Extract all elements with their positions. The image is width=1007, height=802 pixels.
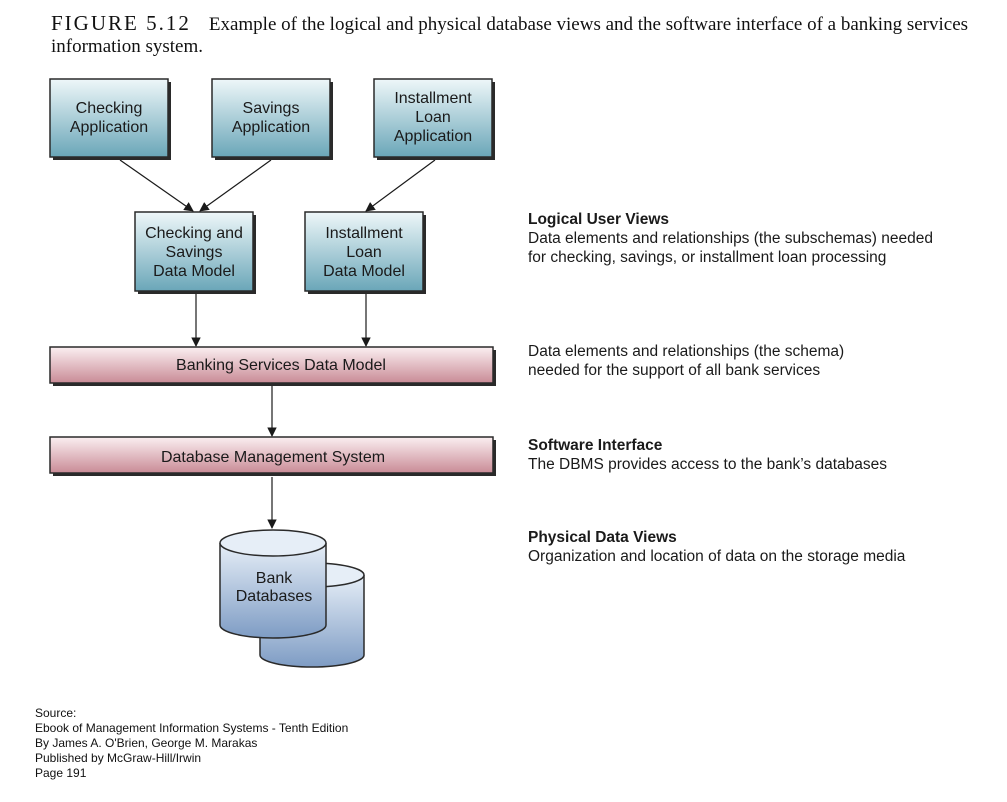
cs-model-label-3: Data Model — [153, 263, 235, 280]
logical-user-views-heading: Logical User Views — [528, 211, 669, 228]
bank-databases-cylinders: Bank Databases — [219, 529, 365, 668]
source-citation: Source: Ebook of Management Information … — [35, 706, 455, 781]
software-interface-heading: Software Interface — [528, 437, 663, 454]
banking-services-label: Banking Services Data Model — [176, 357, 386, 374]
physical-data-views-line-1: Organization and location of data on the… — [528, 548, 906, 565]
dbms-label: Database Management System — [161, 449, 385, 466]
cs-model-label-2: Savings — [166, 244, 223, 261]
figure-number: FIGURE 5.12 — [51, 11, 191, 35]
physical-data-views-annotation: Physical Data Views Organization and loc… — [528, 528, 988, 566]
logical-user-views-annotation: Logical User Views Data elements and rel… — [528, 210, 988, 267]
savings-application-box: Savings Application — [211, 78, 333, 160]
loan-model-label-1: Installment — [325, 225, 403, 242]
databases-label-2: Databases — [236, 588, 313, 605]
figure-title: FIGURE 5.12 Example of the logical and ph… — [51, 12, 981, 58]
installment-application-label-2: Loan — [415, 109, 451, 126]
checking-application-box: Checking Application — [49, 78, 171, 160]
checking-application-label-2: Application — [70, 119, 148, 136]
loan-model-label-3: Data Model — [323, 263, 405, 280]
software-interface-line-1: The DBMS provides access to the bank’s d… — [528, 456, 887, 473]
source-publisher: Published by McGraw-Hill/Irwin — [35, 751, 202, 765]
installment-loan-data-model-box: Installment Loan Data Model — [304, 211, 426, 294]
source-label: Source: — [35, 706, 77, 720]
arrow-installment-to-loan-model — [365, 159, 436, 212]
schema-annotation: Data elements and relationships (the sch… — [528, 342, 988, 380]
savings-application-label-1: Savings — [243, 100, 300, 117]
installment-application-label-1: Installment — [394, 90, 472, 107]
arrow-checking-to-cs-model — [119, 159, 194, 212]
databases-label-1: Bank — [256, 570, 293, 587]
logical-user-views-line-2: for checking, savings, or installment lo… — [528, 249, 887, 266]
physical-data-views-heading: Physical Data Views — [528, 529, 677, 546]
arrow-savings-to-cs-model — [199, 159, 272, 212]
front-cylinder — [219, 529, 327, 639]
arrows — [119, 159, 436, 529]
checking-savings-data-model-box: Checking and Savings Data Model — [134, 211, 256, 294]
checking-application-label-1: Checking — [76, 100, 143, 117]
savings-application-label-2: Application — [232, 119, 310, 136]
loan-model-label-2: Loan — [346, 244, 382, 261]
schema-line-2: needed for the support of all bank servi… — [528, 362, 821, 379]
dbms-bar: Database Management System — [49, 436, 496, 476]
installment-application-box: Installment Loan Application — [373, 78, 495, 160]
cs-model-label-1: Checking and — [145, 225, 243, 242]
schema-line-1: Data elements and relationships (the sch… — [528, 343, 845, 360]
source-authors: By James A. O'Brien, George M. Marakas — [35, 736, 258, 750]
installment-application-label-3: Application — [394, 128, 472, 145]
source-book: Ebook of Management Information Systems … — [35, 721, 349, 735]
source-page: Page 191 — [35, 766, 87, 780]
figure-caption-line2: information system. — [51, 36, 203, 57]
banking-services-data-model-bar: Banking Services Data Model — [49, 346, 496, 386]
logical-user-views-line-1: Data elements and relationships (the sub… — [528, 230, 933, 247]
figure-caption-line1: Example of the logical and physical data… — [208, 14, 969, 35]
software-interface-annotation: Software Interface The DBMS provides acc… — [528, 436, 988, 474]
